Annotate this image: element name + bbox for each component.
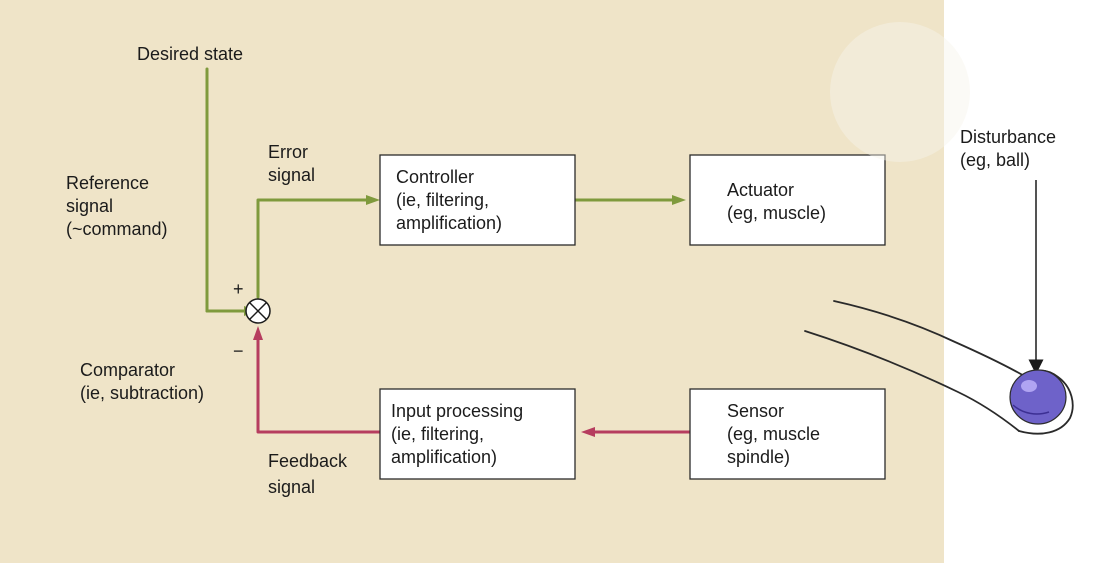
sensor-label-line1: Sensor <box>727 401 784 421</box>
sensor-box <box>689 388 886 480</box>
comparator-icon <box>245 298 271 324</box>
reference-signal-label-line1: Reference <box>66 173 149 193</box>
controller-label-line3: amplification) <box>396 213 502 233</box>
disturbance-label-line2: (eg, ball) <box>960 150 1030 170</box>
input-processing-label-line3: amplification) <box>391 447 497 467</box>
actuator-box <box>689 154 886 246</box>
controller-label-line1: Controller <box>396 167 474 187</box>
reference-signal-label-line2: signal <box>66 196 113 216</box>
minus-sign: − <box>233 341 244 361</box>
controller-to-actuator-arrowhead <box>672 195 686 205</box>
error-signal-label-line2: signal <box>268 165 315 185</box>
controller-box <box>379 154 576 246</box>
input-processing-box <box>379 388 576 480</box>
ball-icon <box>1009 369 1067 425</box>
controller-label-line2: (ie, filtering, <box>396 190 489 210</box>
sensor-label-line2: (eg, muscle <box>727 424 820 444</box>
feedback-signal-connector <box>256 338 382 434</box>
feedback-signal-label-line2: signal <box>268 477 315 497</box>
disturbance-label-line1: Disturbance <box>960 127 1056 147</box>
background-texture-circle <box>830 22 970 162</box>
actuator-label-line2: (eg, muscle) <box>727 203 826 223</box>
feedback-signal-label-line1: Feedback <box>268 451 348 471</box>
error-signal-label-line1: Error <box>268 142 308 162</box>
error-signal-connector <box>256 198 368 299</box>
sensor-label-line3: spindle) <box>727 447 790 467</box>
desired-state-label: Desired state <box>137 44 243 64</box>
input-processing-label-line1: Input processing <box>391 401 523 421</box>
feedback-signal-arrowhead <box>253 326 263 340</box>
comparator-label-line2: (ie, subtraction) <box>80 383 204 403</box>
sensor-to-input-processing-arrowhead <box>581 427 595 437</box>
reference-signal-label-line3: (~command) <box>66 219 168 239</box>
input-processing-label-line2: (ie, filtering, <box>391 424 484 444</box>
error-signal-arrowhead <box>366 195 380 205</box>
comparator-label-line1: Comparator <box>80 360 175 380</box>
plus-sign: + <box>233 279 244 299</box>
actuator-label-line1: Actuator <box>727 180 794 200</box>
